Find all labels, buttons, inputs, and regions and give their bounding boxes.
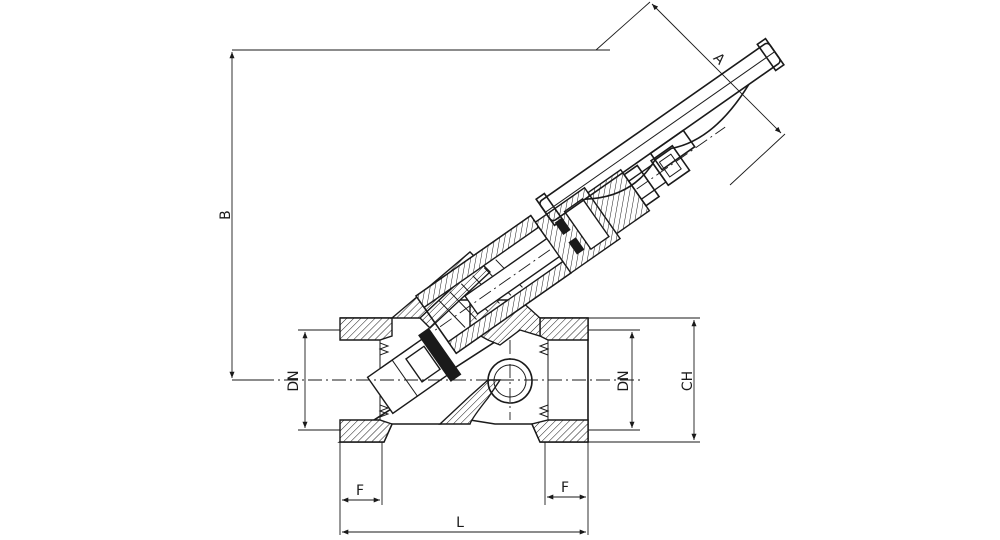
label-dn-right: DN — [616, 370, 632, 391]
label-ch: CH — [680, 371, 696, 391]
dimensions — [229, 1, 786, 535]
label-dn-left: DN — [286, 370, 302, 391]
bonnet-stem — [380, 126, 726, 369]
label-f-left: F — [356, 483, 364, 499]
label-a: A — [710, 50, 728, 68]
label-f-right: F — [561, 480, 569, 496]
label-b: B — [218, 210, 234, 220]
dimension-labels: A B DN DN CH F F L — [218, 50, 728, 531]
label-l: L — [456, 515, 464, 531]
